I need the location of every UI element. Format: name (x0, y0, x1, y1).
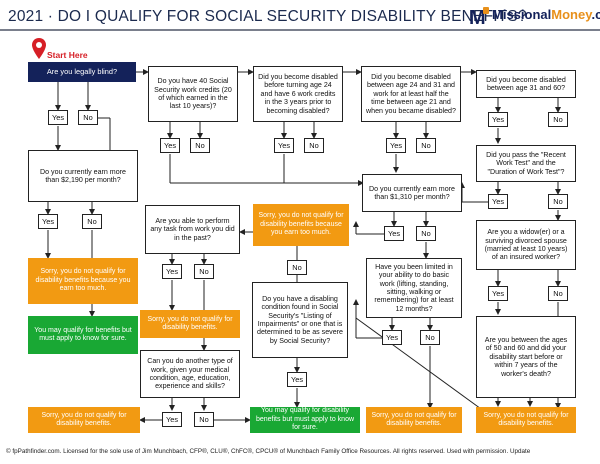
answer-yes-24-31: Yes (386, 138, 406, 153)
question-other-type-of-work: Can you do another type of work, given y… (140, 350, 240, 398)
question-widow: Are you a widow(er) or a surviving divor… (476, 220, 576, 270)
svg-text:M: M (469, 7, 486, 28)
question-disabled-before-24: Did you become disabled before turning a… (253, 66, 343, 122)
answer-yes-limited-12: Yes (382, 330, 402, 345)
logo-mark-icon: M (469, 7, 489, 28)
question-earn-1310: Do you currently earn more than $1,310 p… (362, 174, 462, 212)
answer-no-recent-work: No (548, 194, 568, 209)
answer-no-listing: No (287, 260, 307, 275)
answer-yes-recent-work: Yes (488, 194, 508, 209)
question-listing-of-impairments: Do you have a disabling condition found … (252, 282, 348, 358)
question-limited-12-months: Have you been limited in your ability to… (366, 258, 462, 318)
header-divider (0, 29, 600, 31)
outcome-no-qualify-mid: Sorry, you do not qualify for disability… (140, 310, 240, 338)
answer-no-blind: No (78, 110, 98, 125)
start-here-label: Start Here (47, 50, 88, 60)
answer-yes-blind: Yes (48, 110, 68, 125)
answer-yes-listing: Yes (287, 372, 307, 387)
page-title: 2021 · DO I QUALIFY FOR SOCIAL SECURITY … (8, 8, 527, 25)
answer-yes-before-24: Yes (274, 138, 294, 153)
footer-copyright: © fpPathfinder.com. Licensed for the sol… (6, 448, 531, 455)
answer-yes-widow: Yes (488, 286, 508, 301)
outcome-no-qualify-bottom-right: Sorry, you do not qualify for disability… (476, 407, 576, 433)
question-disabled-24-to-31: Did you become disabled between age 24 a… (361, 66, 461, 122)
map-pin-icon (32, 38, 46, 59)
answer-no-past-task: No (194, 264, 214, 279)
answer-no-before-24: No (304, 138, 324, 153)
answer-no-other-work: No (194, 412, 214, 427)
answer-yes-earn-2190: Yes (38, 214, 58, 229)
answer-no-widow: No (548, 286, 568, 301)
outcome-may-qualify-left: You may qualify for benefits but must ap… (28, 316, 138, 354)
outcome-no-qualify-bottom-left: Sorry, you do not qualify for disability… (28, 407, 140, 433)
answer-yes-40-credits: Yes (160, 138, 180, 153)
answer-yes-past-task: Yes (162, 264, 182, 279)
question-40-work-credits: Do you have 40 Social Security work cred… (148, 66, 238, 122)
logo-word-money: Money (551, 7, 592, 22)
answer-no-earn-1310: No (416, 226, 436, 241)
outcome-earn-too-much-left: Sorry, you do not qualify for disability… (28, 258, 138, 304)
question-disabled-31-to-60: Did you become disabled between age 31 a… (476, 70, 576, 98)
answer-no-31-60: No (548, 112, 568, 127)
answer-no-earn-2190: No (82, 214, 102, 229)
answer-no-40-credits: No (190, 138, 210, 153)
question-past-task: Are you able to perform any task from wo… (145, 205, 240, 254)
question-recent-work-test: Did you pass the "Recent Work Test" and … (476, 145, 576, 182)
logo-word-missional: Missional (492, 7, 552, 22)
logo-wordmark: MissionalMoney.com (492, 7, 600, 22)
logo-word-tld: .com (591, 7, 600, 22)
question-age-50-to-60: Are you between the ages of 50 and 60 an… (476, 316, 576, 398)
answer-no-limited-12: No (420, 330, 440, 345)
answer-no-24-31: No (416, 138, 436, 153)
answer-yes-31-60: Yes (488, 112, 508, 127)
missional-money-logo: M MissionalMoney.com (468, 5, 600, 31)
question-earn-2190: Do you currently earn more than $2,190 p… (28, 150, 138, 202)
question-legally-blind: Are you legally blind? (28, 62, 136, 82)
outcome-may-qualify-bottom: You may qualify for disability benefits … (250, 407, 360, 433)
outcome-earn-too-much-mid: Sorry, you do not qualify for disability… (253, 204, 349, 246)
answer-yes-earn-1310: Yes (384, 226, 404, 241)
answer-yes-other-work: Yes (162, 412, 182, 427)
outcome-no-qualify-bottom-mid: Sorry, you do not qualify for disability… (366, 407, 462, 433)
